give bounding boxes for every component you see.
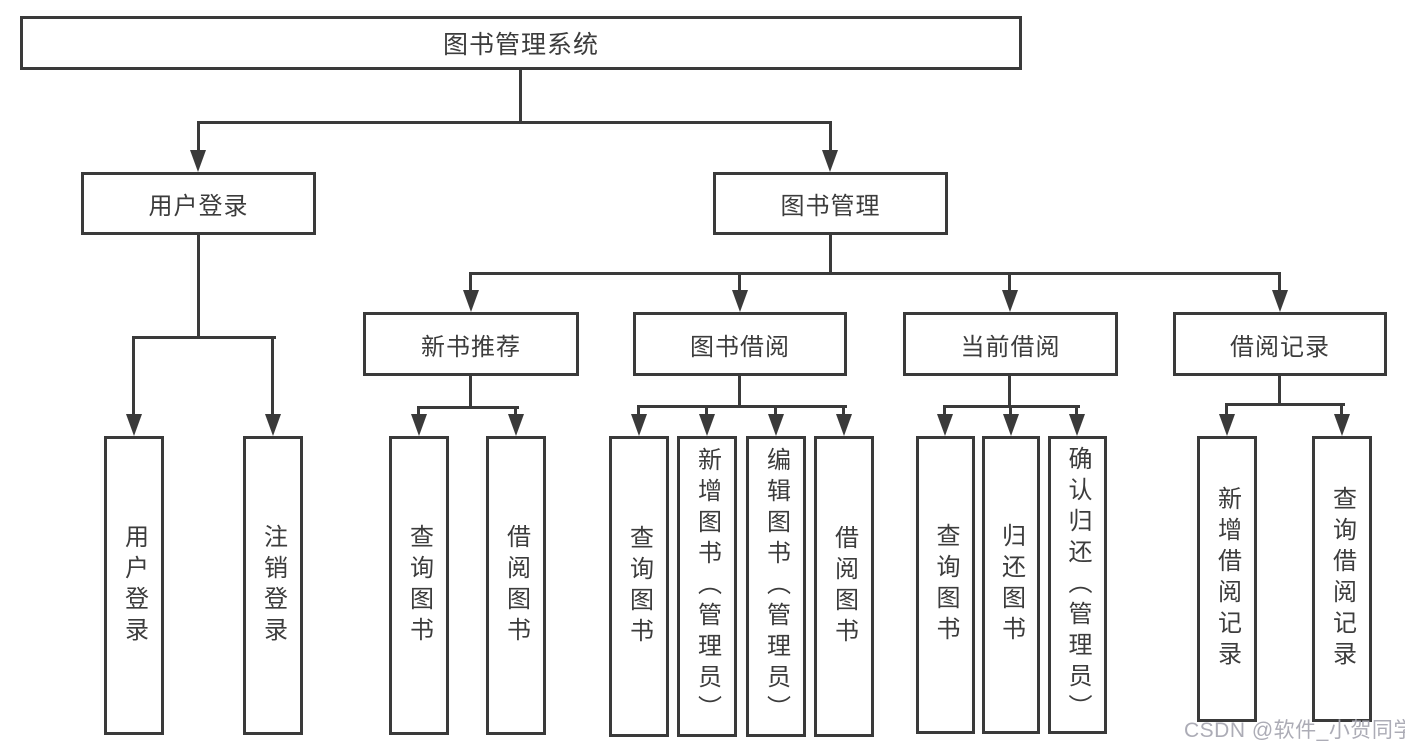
leaf-bb-query-books: 查询图书 [609, 436, 669, 737]
leaf-logout-login-label: 注销登录 [259, 523, 287, 648]
leaf-bb-borrow-books: 借阅图书 [814, 436, 874, 737]
leaf-br-query-borrow-record: 查询借阅记录 [1312, 436, 1372, 722]
leaf-br-add-borrow-record-label: 新增借阅记录 [1213, 486, 1241, 672]
connector-user-login-hline [132, 336, 276, 339]
arrow-down-user-login-icon [190, 150, 206, 172]
arrow-down-leaf-logout-icon [265, 414, 281, 436]
connector-to-leaf-user-login [132, 336, 135, 416]
connector-to-br-query [1340, 403, 1343, 418]
connector-to-bb-add [705, 405, 708, 418]
connector-to-cb-query [943, 405, 946, 418]
leaf-logout-login: 注销登录 [243, 436, 303, 735]
leaf-rec-query-books: 查询图书 [389, 436, 449, 735]
leaf-br-query-borrow-record-label: 查询借阅记录 [1328, 486, 1356, 672]
leaf-br-add-borrow-record: 新增借阅记录 [1197, 436, 1257, 722]
leaf-cb-query-books: 查询图书 [916, 436, 975, 734]
connector-new-book-rec-stem [469, 376, 472, 406]
node-book-management: 图书管理 [713, 172, 948, 235]
connector-to-new-book-rec [469, 272, 472, 292]
node-book-management-label: 图书管理 [780, 193, 881, 220]
connector-to-cb-confirm [1075, 405, 1078, 418]
arrow-down-br-query-icon [1334, 414, 1350, 436]
node-borrow-records-label: 借阅记录 [1230, 333, 1330, 361]
connector-root-to-user-login [197, 121, 200, 152]
leaf-bb-edit-book-admin: 编辑图书（管理员） [746, 436, 806, 737]
leaf-rec-borrow-books-label: 借阅图书 [502, 523, 530, 648]
csdn-watermark: CSDN @软件_小贺同学 [1184, 719, 1405, 742]
leaf-user-login-label: 用户登录 [120, 523, 148, 648]
leaf-cb-query-books-label: 查询图书 [932, 523, 959, 647]
leaf-bb-borrow-books-label: 借阅图书 [830, 524, 858, 649]
connector-book-borrow-hline [637, 405, 847, 408]
connector-to-bb-query [637, 405, 640, 418]
arrow-down-cb-return-icon [1003, 414, 1019, 436]
leaf-cb-return-books-label: 归还图书 [997, 523, 1025, 647]
leaf-user-login: 用户登录 [104, 436, 164, 735]
connector-root-stem [519, 70, 522, 124]
connector-borrow-records-hline [1225, 403, 1345, 406]
arrow-down-bb-query-icon [631, 414, 647, 436]
node-user-login: 用户登录 [81, 172, 316, 235]
leaf-bb-add-book-admin: 新增图书（管理员） [677, 436, 737, 737]
connector-root-hline [197, 121, 832, 124]
arrow-down-bb-borrow-icon [836, 414, 852, 436]
node-root-label: 图书管理系统 [442, 31, 599, 59]
node-user-login-label: 用户登录 [148, 193, 249, 220]
connector-to-cb-return [1009, 405, 1012, 418]
arrow-down-cb-confirm-icon [1069, 414, 1085, 436]
arrow-down-rec-query-icon [411, 414, 427, 436]
connector-to-rec-borrow [514, 406, 517, 418]
arrow-down-leaf-user-login-icon [126, 414, 142, 436]
connector-to-borrow-records [1278, 272, 1281, 292]
leaf-rec-borrow-books: 借阅图书 [486, 436, 546, 735]
arrow-down-borrow-records-icon [1272, 290, 1288, 312]
connector-to-bb-edit [774, 405, 777, 418]
connector-borrow-records-stem [1278, 376, 1281, 403]
connector-root-to-book-mgmt [829, 121, 832, 152]
leaf-bb-add-book-admin-label: 新增图书（管理员） [693, 447, 721, 726]
connector-book-mgmt-hline [469, 272, 1281, 275]
node-new-book-recommend-label: 新书推荐 [421, 333, 521, 361]
node-borrow-records: 借阅记录 [1173, 312, 1387, 376]
node-book-borrow: 图书借阅 [633, 312, 847, 376]
arrow-down-book-borrow-icon [732, 290, 748, 312]
leaf-bb-query-books-label: 查询图书 [625, 524, 653, 649]
leaf-cb-confirm-return-admin: 确认归还（管理员） [1048, 436, 1107, 734]
node-root: 图书管理系统 [20, 16, 1022, 70]
connector-user-login-stem [197, 235, 200, 336]
connector-new-book-rec-hline [417, 406, 519, 409]
leaf-rec-query-books-label: 查询图书 [405, 523, 433, 648]
connector-book-borrow-stem [738, 376, 741, 405]
arrow-down-br-add-icon [1219, 414, 1235, 436]
leaf-cb-confirm-return-admin-label: 确认归还（管理员） [1064, 445, 1091, 725]
connector-book-mgmt-stem [829, 235, 832, 272]
connector-current-borrow-stem [1008, 376, 1011, 405]
node-new-book-recommend: 新书推荐 [363, 312, 579, 376]
leaf-cb-return-books: 归还图书 [982, 436, 1040, 734]
arrow-down-new-book-rec-icon [463, 290, 479, 312]
node-book-borrow-label: 图书借阅 [690, 333, 790, 361]
arrow-down-cb-query-icon [937, 414, 953, 436]
node-current-borrow-label: 当前借阅 [960, 333, 1061, 361]
node-current-borrow: 当前借阅 [903, 312, 1118, 376]
connector-to-bb-borrow [842, 405, 845, 418]
arrow-down-bb-edit-icon [768, 414, 784, 436]
connector-to-br-add [1225, 403, 1228, 418]
arrow-down-current-borrow-icon [1002, 290, 1018, 312]
leaf-bb-edit-book-admin-label: 编辑图书（管理员） [762, 447, 790, 726]
connector-to-book-borrow [738, 272, 741, 292]
arrow-down-rec-borrow-icon [508, 414, 524, 436]
arrow-down-bb-add-icon [699, 414, 715, 436]
arrow-down-book-mgmt-icon [822, 150, 838, 172]
connector-to-rec-query [417, 406, 420, 418]
connector-to-current-borrow [1008, 272, 1011, 292]
connector-to-leaf-logout [271, 336, 274, 416]
